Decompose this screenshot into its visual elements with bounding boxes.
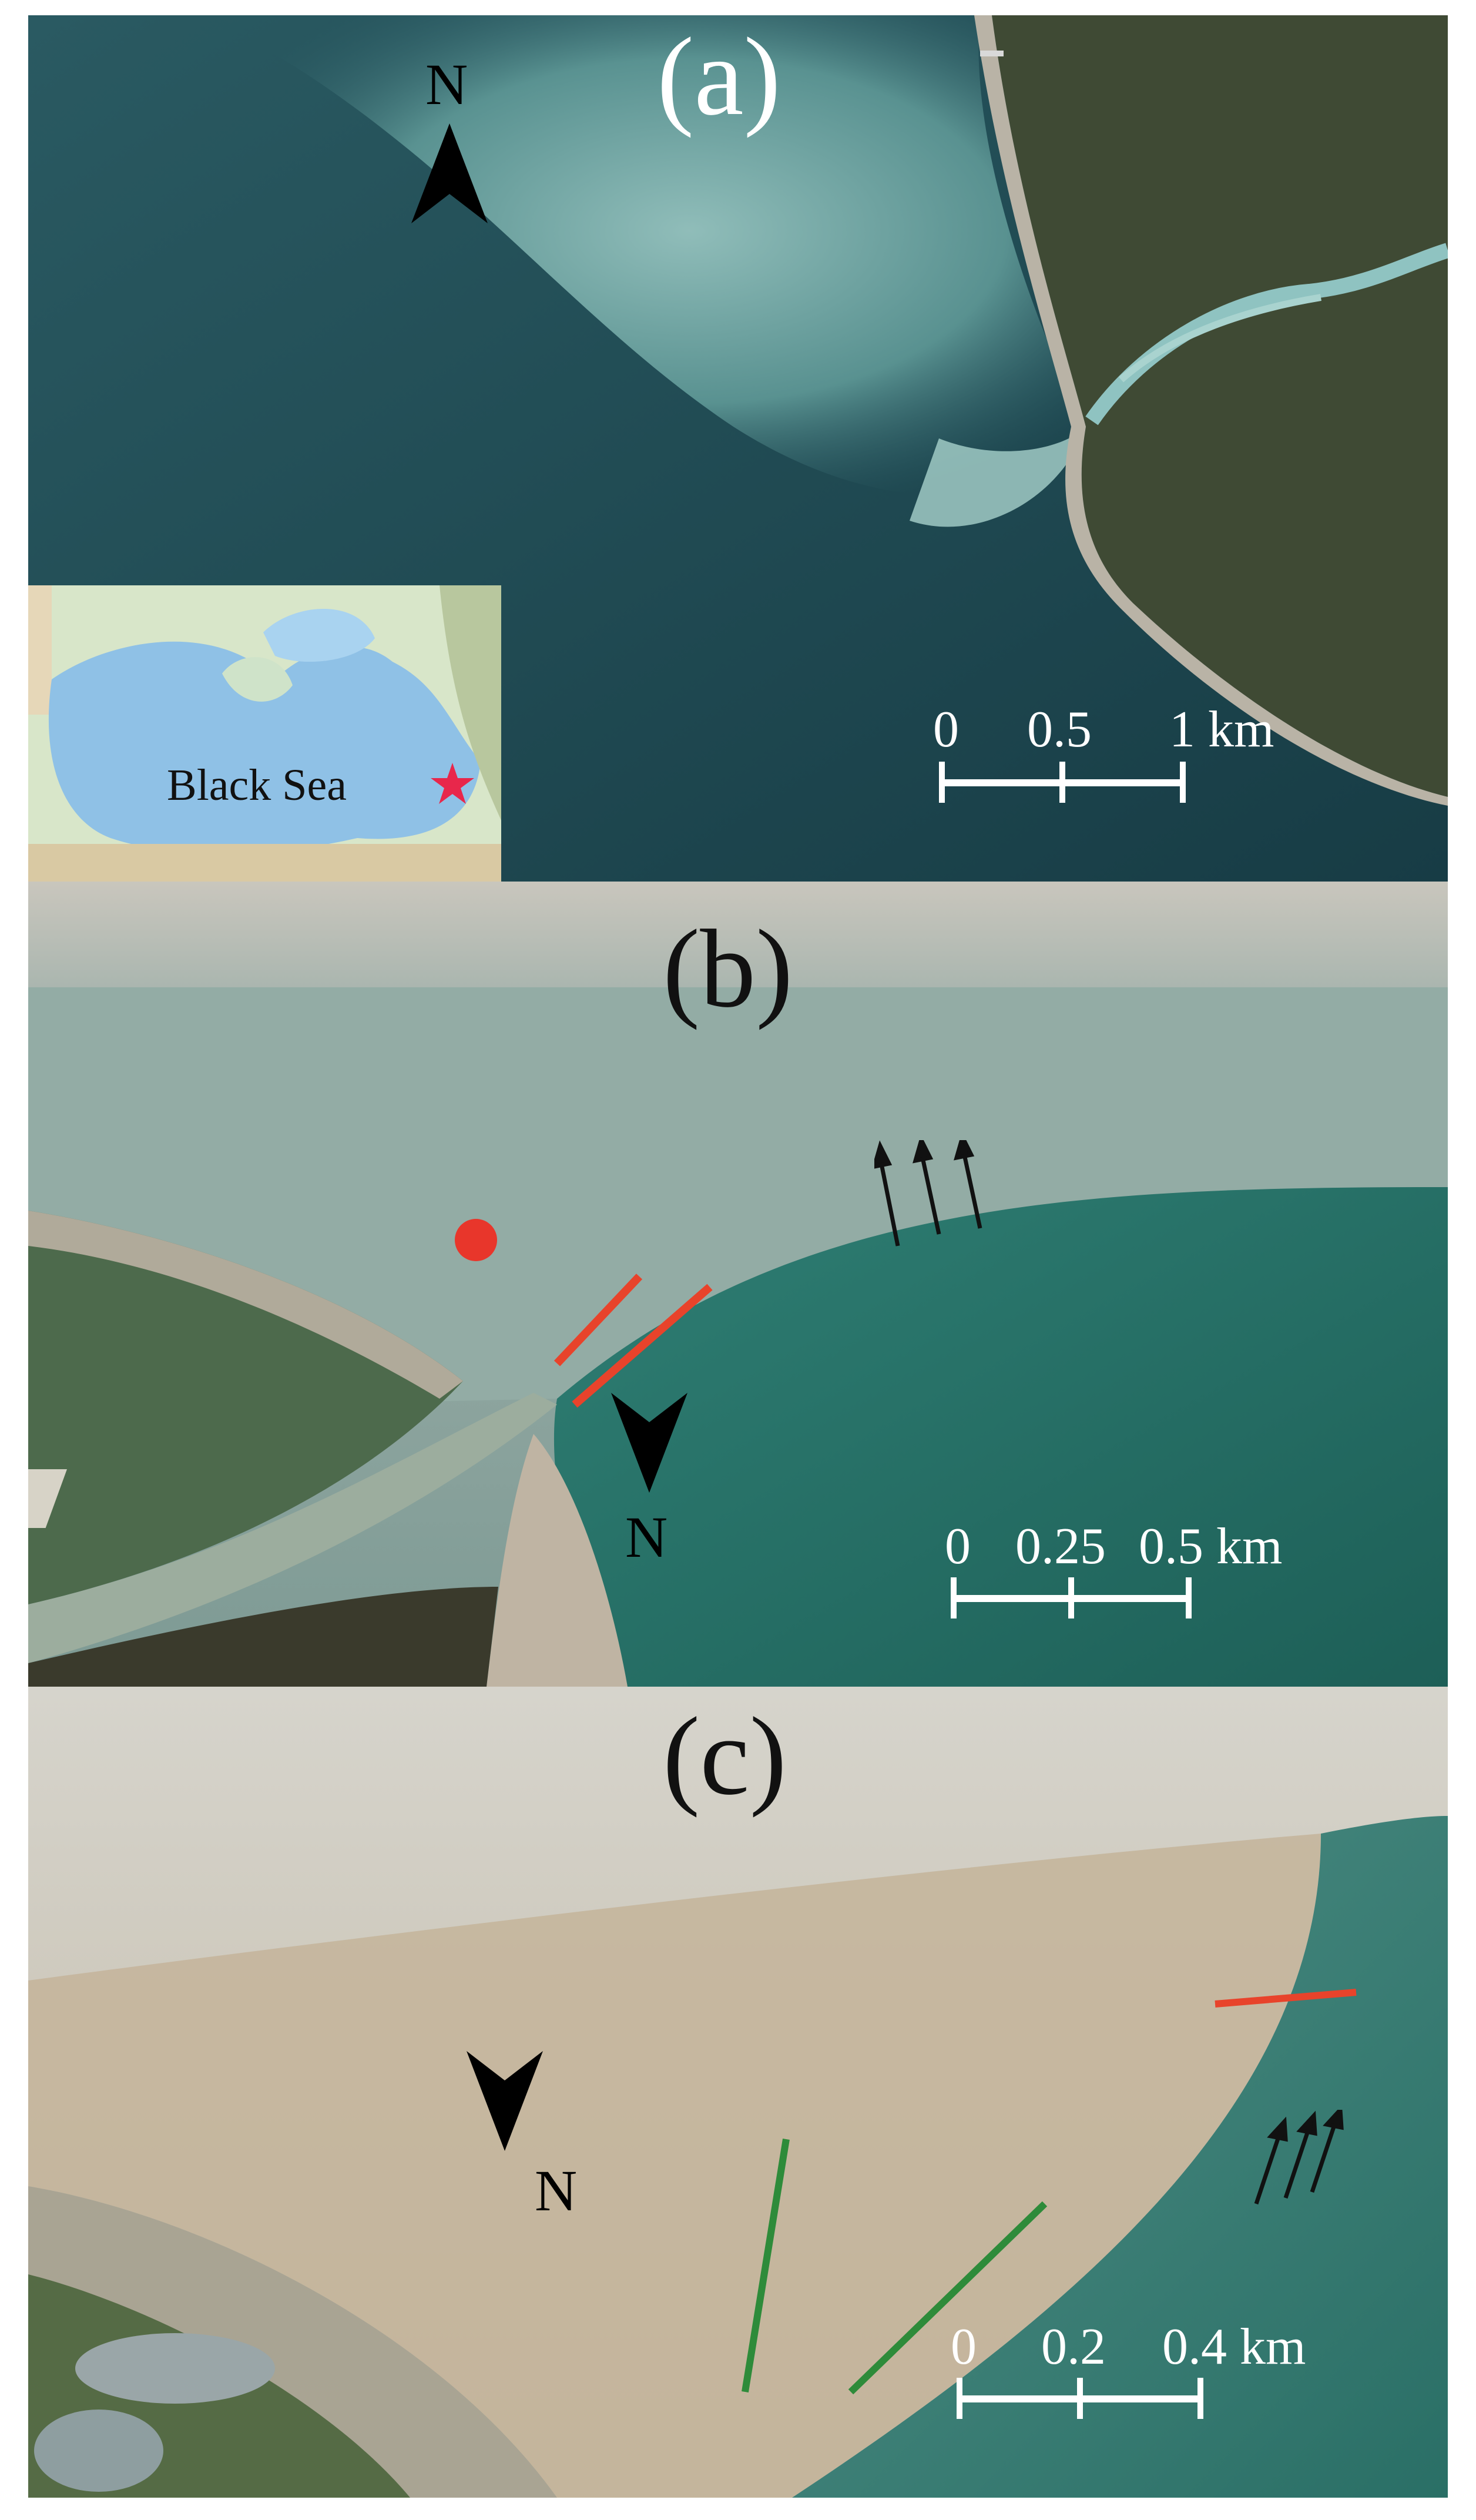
- left-shore-land: [28, 1211, 463, 1604]
- panel-c-label: (c): [663, 1695, 787, 1818]
- right-beach-spit: [487, 1434, 628, 1687]
- scale-label-end: 1 km: [1169, 701, 1274, 758]
- panel-a-label: (a): [657, 15, 781, 139]
- study-site-star-icon: [431, 763, 474, 804]
- panel-b-aerial-photo: (b) N 0 0.25 0.5 km: [28, 882, 1448, 1687]
- plume-core: [910, 427, 1086, 527]
- scale-label-0: 0: [933, 701, 959, 758]
- flow-direction-arrows-icon: [1254, 2110, 1344, 2205]
- panel-c-aerial-photo: (c) N 0 0.2 0.4 km: [28, 1687, 1448, 2498]
- north-arrow-label: N: [535, 2158, 578, 2223]
- clear-sea: [792, 1816, 1448, 2498]
- north-arrow-label: N: [425, 52, 468, 117]
- sampling-point-marker-icon: [455, 1219, 497, 1261]
- transect-lines-green: [742, 2139, 1048, 2395]
- north-arrow-icon: [611, 1393, 687, 1493]
- aerial-scene-b: [28, 882, 1448, 1687]
- scale-bar: [957, 2378, 1203, 2419]
- scale-label-0: 0: [945, 1518, 971, 1575]
- turbid-plume: [28, 987, 1448, 1410]
- sediment-plume: [204, 15, 1086, 495]
- front-position-lines: [554, 1274, 713, 1408]
- beach-strip: [974, 15, 1448, 806]
- flow-direction-arrows-icon: [874, 1140, 982, 1246]
- north-arrow-icon: [467, 2051, 543, 2151]
- panel-b-label: (b): [663, 907, 793, 1031]
- black-sea-label: Black Sea: [167, 760, 347, 810]
- river-channel: [28, 1393, 557, 1663]
- panel-a-satellite-image: (a) N 0 0.5 1 km Black Sea: [28, 15, 1448, 882]
- black-sea-location-inset: Black Sea: [28, 585, 501, 882]
- scale-label-end: 0.5 km: [1139, 1518, 1283, 1575]
- scale-bar: [951, 1577, 1192, 1618]
- scale-label-end: 0.4 km: [1162, 2318, 1306, 2375]
- scale-bar: [939, 762, 1186, 803]
- scale-label-mid: 0.25: [1015, 1518, 1106, 1575]
- scale-label-mid: 0.5: [1027, 701, 1092, 758]
- inset-map: [28, 585, 501, 882]
- turbid-plume: [28, 1834, 1321, 2498]
- scale-label-0: 0: [951, 2318, 977, 2375]
- aerial-scene-c: [28, 1687, 1448, 2498]
- inset-sea: [48, 641, 481, 854]
- north-arrow-label: N: [625, 1504, 668, 1570]
- scale-label-mid: 0.2: [1041, 2318, 1106, 2375]
- coastline-land: [980, 15, 1448, 797]
- front-position-line-red: [1215, 1989, 1357, 2008]
- clear-sea: [554, 1187, 1448, 1687]
- north-arrow-icon: [411, 123, 488, 223]
